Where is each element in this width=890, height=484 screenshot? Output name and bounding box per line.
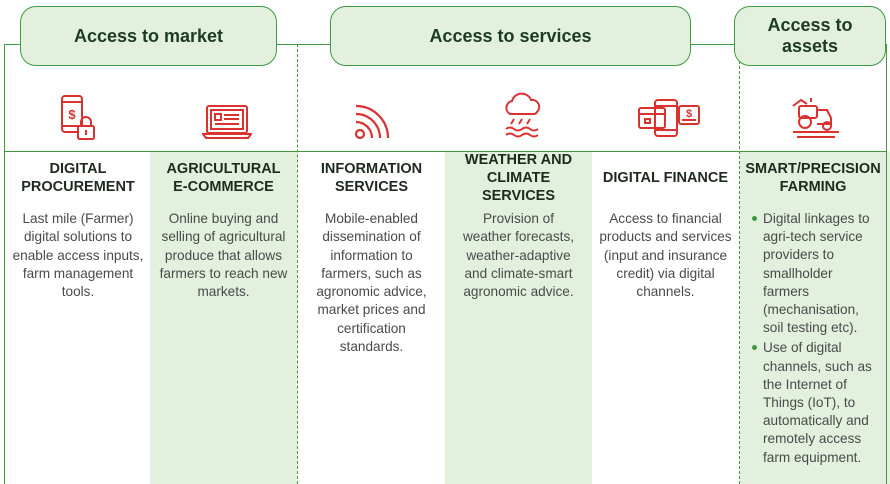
column-title: DIGITAL FINANCE bbox=[602, 170, 729, 186]
svg-text:$: $ bbox=[68, 107, 76, 122]
column-weather-climate: WEATHER AND CLIMATE SERVICES Provision o… bbox=[445, 152, 592, 301]
column-description: Last mile (Farmer) digital solutions to … bbox=[12, 211, 144, 300]
rain-cloud-icon bbox=[505, 92, 541, 138]
mobile-lock-icon: $ bbox=[61, 95, 95, 140]
column-description: Online buying and selling of agricultura… bbox=[159, 211, 288, 300]
header-access-to-services: Access to services bbox=[330, 6, 691, 66]
header-access-to-market: Access to market bbox=[20, 6, 277, 66]
column-title: SMART/PRECISION FARMING bbox=[745, 161, 881, 195]
header-label: Access to services bbox=[429, 25, 592, 46]
wifi-signal-icon bbox=[354, 104, 390, 140]
row-divider bbox=[4, 151, 886, 152]
frame-left bbox=[4, 44, 5, 484]
frame-top-mid bbox=[276, 44, 330, 45]
column-title: AGRICULTURAL E-COMMERCE bbox=[166, 161, 281, 195]
header-access-to-assets: Access to assets bbox=[734, 6, 886, 66]
column-title: WEATHER AND CLIMATE SERVICES bbox=[464, 152, 573, 204]
mobile-money-icon: $ bbox=[638, 99, 700, 137]
laptop-icon bbox=[202, 105, 252, 139]
bullet-list: Digital linkages to agri-tech service pr… bbox=[740, 210, 886, 467]
column-title: DIGITAL PROCUREMENT bbox=[21, 161, 135, 195]
header-label: Access to market bbox=[73, 25, 224, 46]
section-divider-1 bbox=[297, 44, 298, 484]
bullet-item: Digital linkages to agri-tech service pr… bbox=[750, 210, 882, 337]
section-divider-2 bbox=[739, 56, 740, 484]
column-title: INFORMATION SERVICES bbox=[320, 161, 423, 195]
frame-top-left bbox=[4, 44, 20, 45]
column-description: Mobile-enabled dissemination of informat… bbox=[316, 211, 427, 355]
tractor-icon bbox=[792, 98, 839, 138]
shade-smart-farming bbox=[740, 152, 890, 484]
frame-right bbox=[886, 44, 887, 484]
shade-weather bbox=[445, 152, 592, 484]
svg-text:$: $ bbox=[686, 108, 692, 120]
frame-top-right bbox=[690, 44, 734, 45]
header-label: Access to assets bbox=[767, 15, 853, 56]
shade-ecommerce bbox=[150, 152, 297, 484]
column-description: Provision of weather forecasts, weather-… bbox=[462, 211, 575, 300]
column-agricultural-ecommerce: AGRICULTURAL E-COMMERCE Online buying an… bbox=[150, 152, 297, 301]
column-digital-procurement: DIGITAL PROCUREMENT Last mile (Farmer) d… bbox=[6, 152, 150, 301]
column-smart-precision-farming: SMART/PRECISION FARMING Digital linkages… bbox=[740, 152, 886, 469]
column-information-services: INFORMATION SERVICES Mobile-enabled diss… bbox=[298, 152, 445, 356]
column-digital-finance: DIGITAL FINANCE Access to financial prod… bbox=[592, 152, 739, 301]
bullet-item: Use of digital channels, such as the Int… bbox=[750, 339, 882, 466]
column-description: Access to financial products and service… bbox=[599, 211, 732, 300]
